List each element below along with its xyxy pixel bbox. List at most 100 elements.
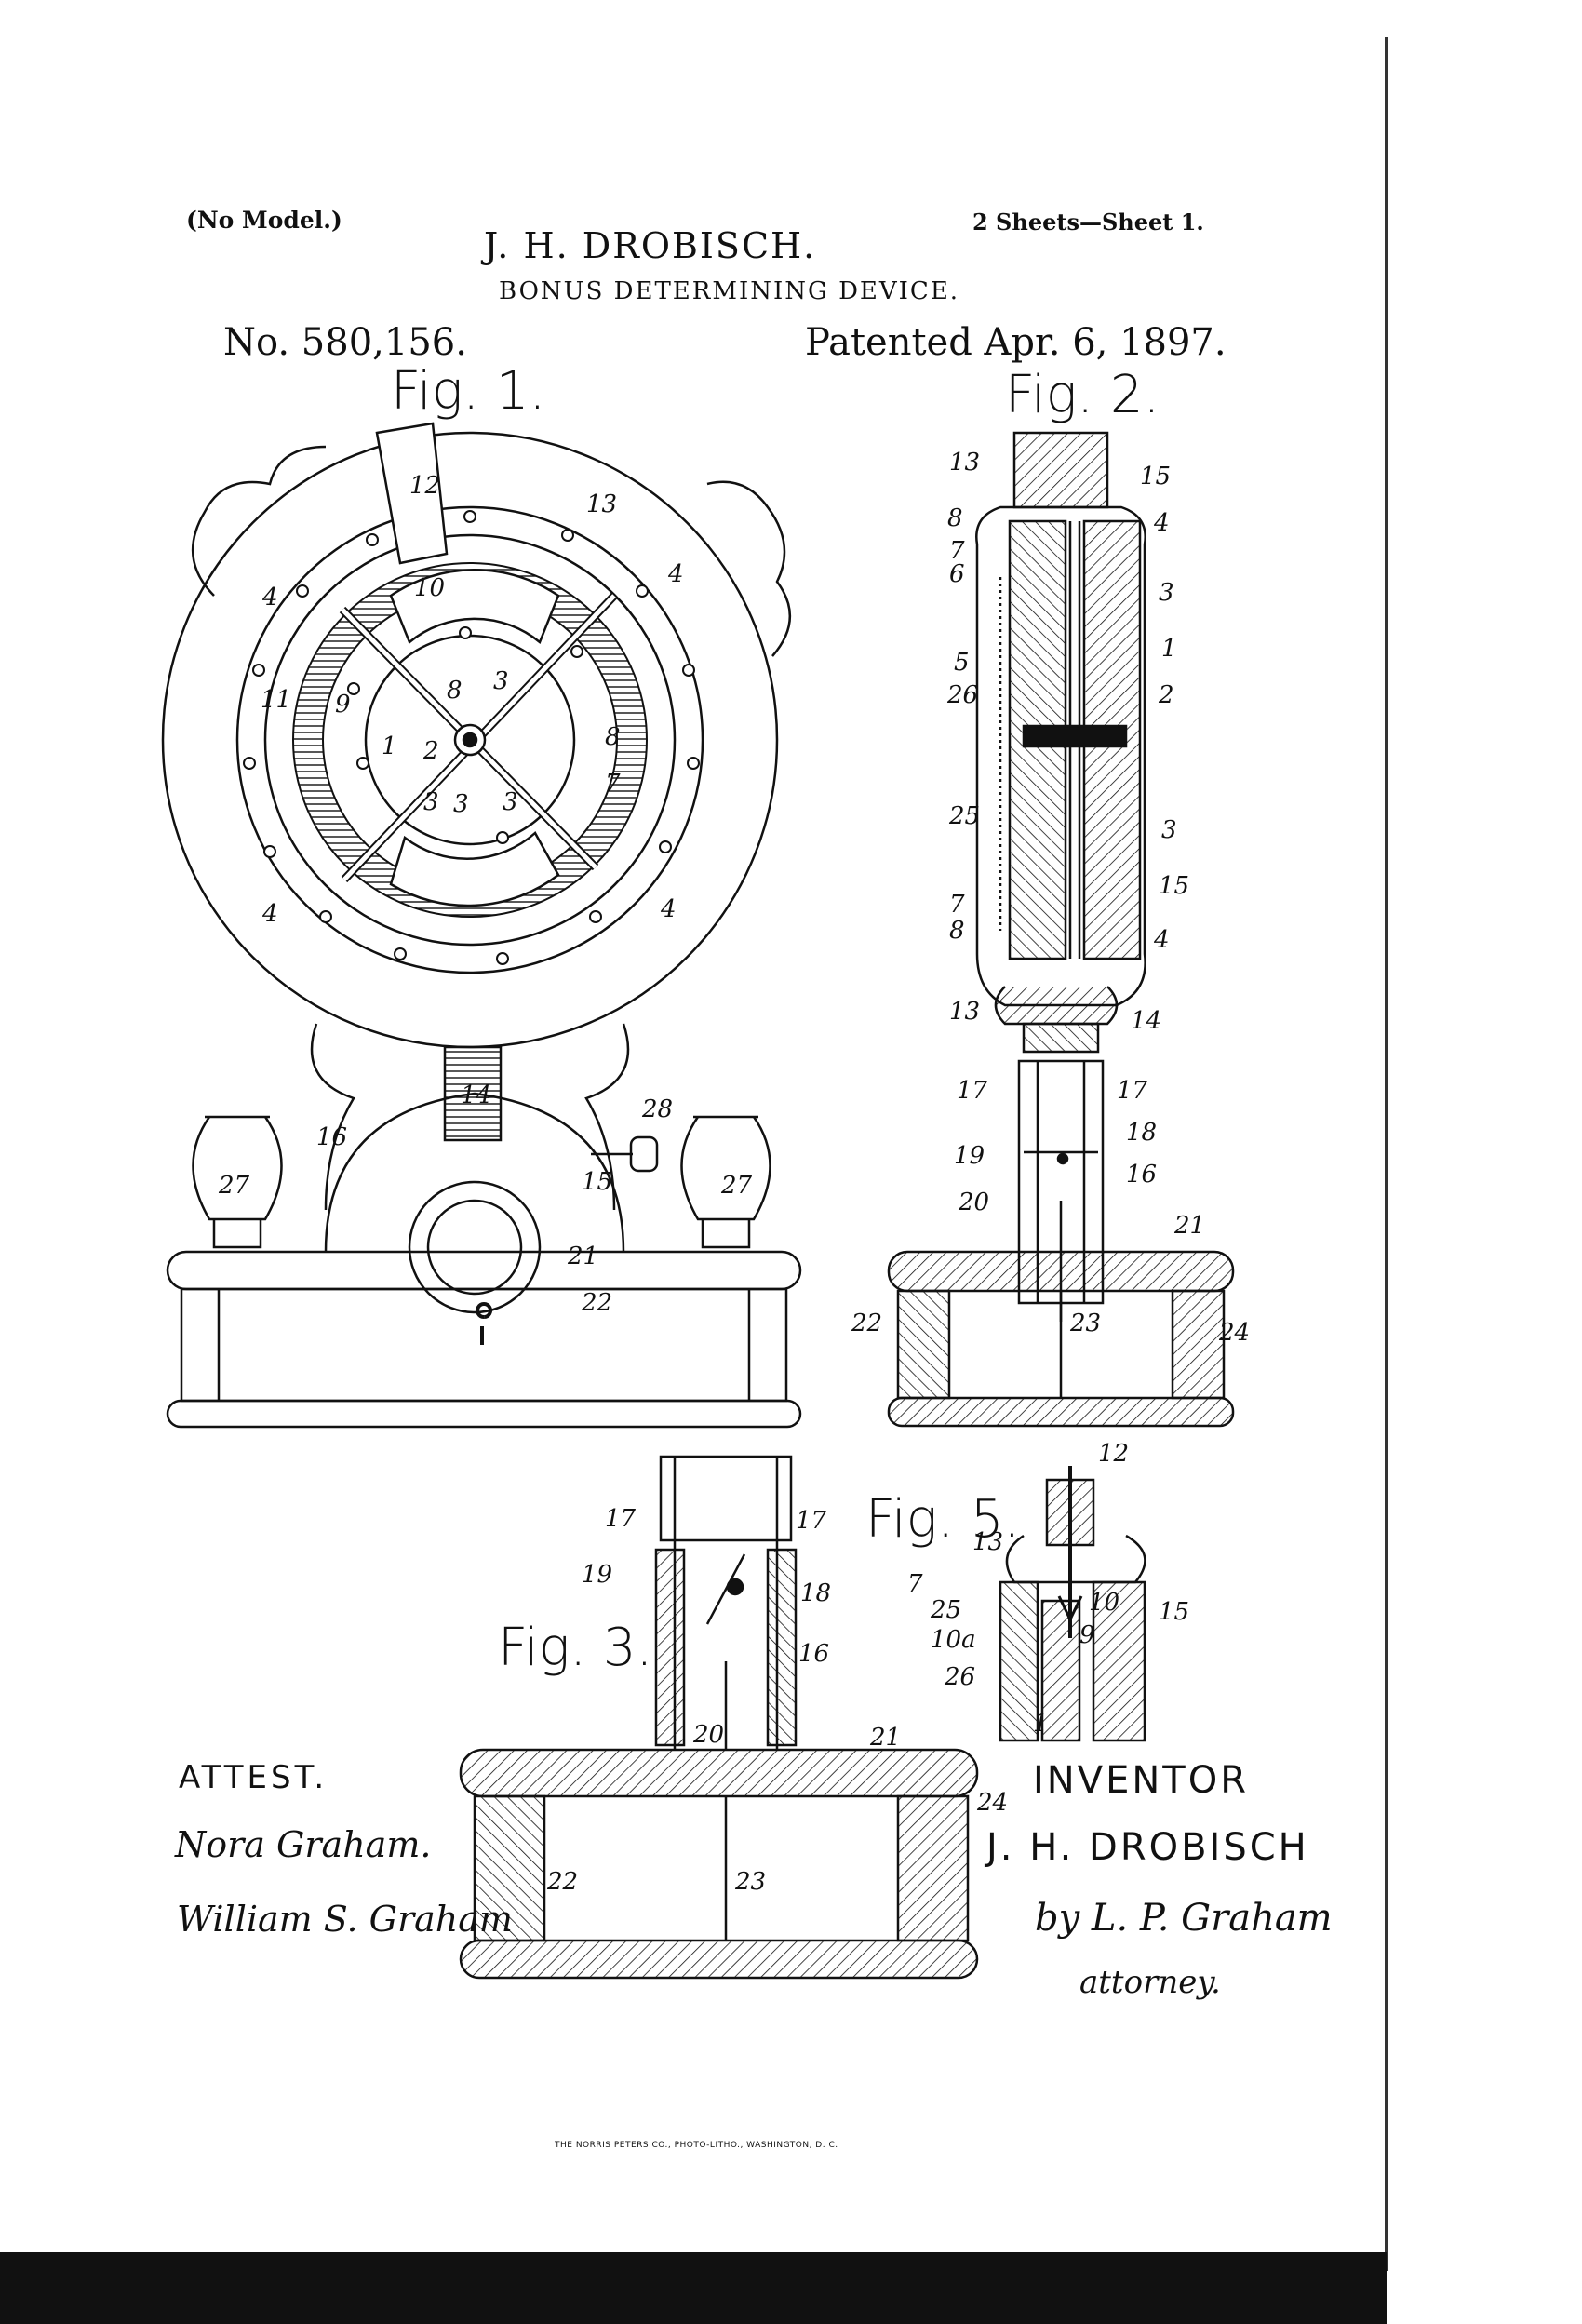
fig3-reference-numerals: 17 17 19 18 16 20 21 24 22 23 [546,1505,1008,1896]
fig2-ref: 17 [1117,1077,1148,1105]
fig5-ref: 10a [931,1626,976,1654]
fig5-ref: 12 [1098,1440,1129,1468]
fig3-ref: 16 [798,1640,829,1668]
fig5-ref: 1 [1033,1710,1049,1738]
fig3-ref: 19 [582,1561,612,1589]
fig1-label: Fig. 1. [391,361,546,422]
fig1-ref: 4 [660,895,677,923]
fig2-ref: 8 [949,917,965,945]
witness-signature-1: Nora Graham. [175,1824,432,1865]
fig1-ref: 11 [261,686,291,714]
fig2-ref: 4 [1153,926,1170,954]
fig5-ref: 26 [944,1663,975,1691]
inventor-label: INVENTOR [1033,1759,1249,1802]
fig2-ref: 24 [1218,1319,1250,1347]
fig2-ref: 16 [1126,1161,1157,1189]
fig1-ref: 7 [605,770,621,798]
fig2-ref: 26 [946,681,978,709]
figure-5-detail-view [999,1466,1146,1742]
fig3-ref: 24 [976,1789,1008,1817]
fig1-ref: 28 [641,1095,673,1123]
fig1-ref: 8 [447,677,463,705]
fig1-ref: 4 [261,584,278,611]
fig3-ref: 18 [800,1579,831,1607]
fig2-ref: 13 [949,449,980,477]
fig3-ref: 20 [692,1721,724,1749]
fig2-ref: 5 [954,649,970,677]
fig2-reference-numerals: 13 15 8 4 7 6 3 1 5 26 2 25 3 15 7 8 4 1… [851,449,1250,1347]
fig2-ref: 8 [947,504,963,532]
fig2-ref: 15 [1140,463,1171,490]
inventor-heading: J. H. DROBISCH. [484,225,817,266]
fig3-ref: 22 [546,1868,578,1896]
fig3-ref: 17 [796,1507,827,1535]
fig2-ref: 13 [949,998,980,1026]
fig1-ref: 27 [218,1172,250,1200]
fig5-reference-numerals: 12 13 15 7 25 10 10a 9 26 1 [907,1440,1189,1738]
fig2-ref: 17 [957,1077,988,1105]
figure-1-front-view [161,422,802,1429]
fig1-ref: 21 [567,1243,598,1270]
fig2-ref: 19 [954,1142,985,1170]
fig2-ref: 23 [1069,1310,1101,1337]
fig2-ref: 20 [958,1189,989,1216]
fig5-ref: 13 [972,1528,1003,1556]
fig2-ref: 7 [949,891,965,919]
fig1-ref: 12 [409,472,440,500]
fig1-ref: 10 [414,574,445,602]
fig1-ref: 27 [720,1172,753,1200]
fig2-ref: 7 [949,537,965,565]
fig2-ref: 15 [1159,872,1189,900]
fig2-ref: 22 [851,1310,882,1337]
device-title: BONUS DETERMINING DEVICE. [499,277,960,305]
fig2-ref: 18 [1126,1119,1157,1147]
fig1-ref: 2 [422,737,439,765]
fig1-ref: 3 [453,790,469,818]
fig1-ref: 9 [335,691,351,719]
fig1-ref: 13 [586,490,617,518]
fig3-ref: 17 [605,1505,637,1533]
fig3-ref: 23 [734,1868,766,1896]
fig3-ref: 21 [869,1724,901,1752]
printer-credit: THE NORRIS PETERS CO., PHOTO-LITHO., WAS… [555,2141,838,2150]
sheet-count: 2 Sheets—Sheet 1. [972,208,1204,235]
fig5-label: Fig. 5. [865,1489,1021,1550]
no-model-note: (No Model.) [186,207,342,234]
fig2-ref: 6 [949,560,965,588]
fig2-ref: 21 [1173,1212,1205,1240]
fig2-ref: 3 [1161,816,1177,844]
attest-label: ATTEST. [179,1759,328,1796]
fig2-label: Fig. 2. [1005,365,1160,425]
fig1-reference-numerals: 12 13 10 4 4 11 9 1 2 8 3 3 8 7 3 3 4 4 … [218,472,753,1317]
scan-margin-line [1385,37,1388,2271]
patent-number: No. 580,156. [223,321,467,364]
fig2-ref: 3 [1159,579,1174,607]
fig2-ref: 4 [1153,509,1170,537]
fig1-ref: 4 [261,900,278,928]
fig1-ref: 3 [493,667,509,695]
fig1-ref: 3 [503,788,518,816]
fig2-ref: 1 [1161,635,1177,663]
fig1-ref: 15 [582,1168,612,1196]
fig1-ref: 22 [581,1289,612,1317]
figure-2-section-view [887,431,1235,1428]
fig1-ref: 4 [667,560,684,588]
witness-signature-2: William S. Graham [177,1899,513,1940]
fig1-ref: 16 [316,1123,347,1151]
fig1-ref: 3 [423,788,439,816]
attorney-signature: by L. P. Graham [1035,1897,1333,1940]
fig2-ref: 14 [1131,1007,1161,1035]
attorney-label: attorney. [1079,1964,1221,2001]
fig1-ref: 8 [605,723,621,751]
fig1-ref: 14 [461,1081,491,1109]
fig5-ref: 9 [1079,1621,1095,1649]
fig5-ref: 7 [907,1570,923,1598]
scan-bottom-bar [0,2252,1387,2324]
figure-3-section-view [459,1455,979,1980]
patent-date: Patented Apr. 6, 1897. [805,321,1227,364]
fig5-ref: 10 [1089,1589,1119,1617]
fig1-ref: 1 [382,732,397,760]
fig5-ref: 15 [1159,1598,1189,1626]
fig5-ref: 25 [930,1596,961,1624]
